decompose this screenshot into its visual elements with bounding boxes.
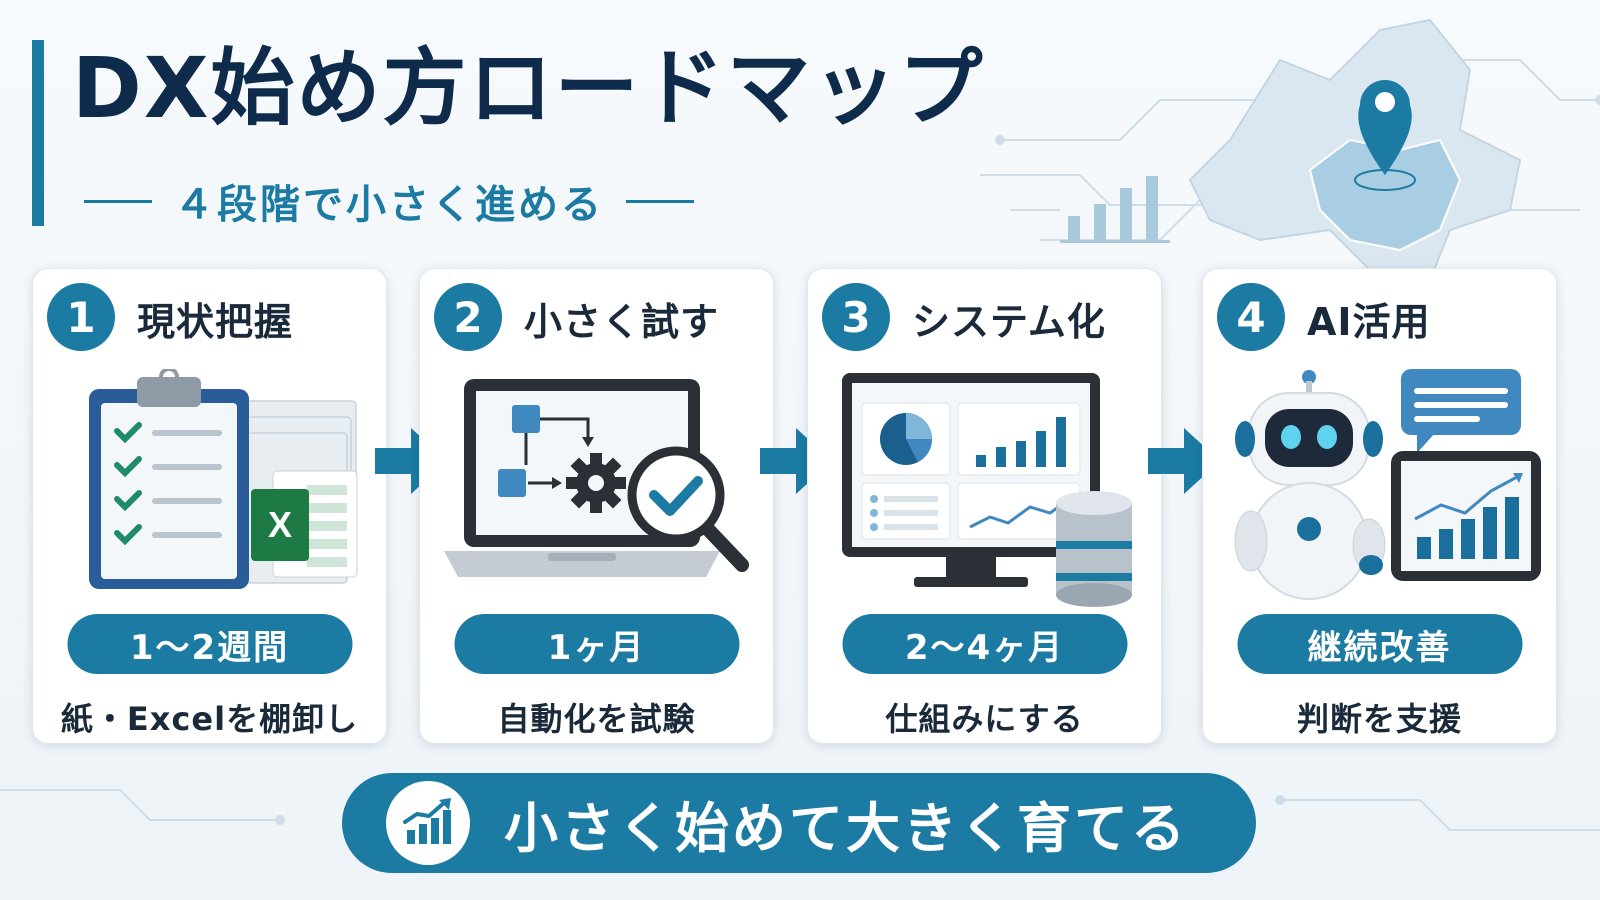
step-card-1: 1 現状把握 X 1～2週間 紙・Excelを棚卸し bbox=[32, 268, 387, 744]
slogan-banner: 小さく始めて大きく育てる bbox=[342, 773, 1256, 873]
svg-text:X: X bbox=[268, 504, 292, 545]
step-title: システム化 bbox=[912, 300, 1106, 344]
monitor-dashboard-database-icon bbox=[842, 373, 1132, 607]
title-accent-bar bbox=[32, 40, 44, 226]
step-title: AI活用 bbox=[1307, 300, 1431, 344]
step-number-badge: 2 bbox=[434, 283, 502, 351]
subtitle-line-right bbox=[626, 199, 694, 203]
step-card-4: 4 AI活用 継続改善 判断を支援 bbox=[1202, 268, 1557, 744]
map-icon bbox=[1188, 18, 1522, 282]
subtitle-group: ４段階で小さく進める bbox=[84, 172, 694, 230]
step-title: 現状把握 bbox=[137, 300, 294, 344]
slogan-text: 小さく始めて大きく育てる bbox=[504, 796, 1188, 860]
robot-chart-tablet-icon bbox=[1234, 369, 1541, 600]
step-description: 仕組みにする bbox=[885, 700, 1084, 738]
step-title: 小さく試す bbox=[524, 300, 720, 344]
laptop-workflow-gear-icon bbox=[444, 379, 749, 577]
duration-pill: 1ヶ月 bbox=[454, 614, 739, 674]
duration-pill: 1～2週間 bbox=[67, 614, 352, 674]
step-description: 紙・Excelを棚卸し bbox=[60, 700, 359, 738]
step-description: 自動化を試験 bbox=[497, 700, 696, 738]
step-number-badge: 1 bbox=[47, 283, 115, 351]
banner-icon-circle bbox=[386, 781, 470, 865]
step-card-3: 3 システム化 2～4ヶ月 仕組みにす bbox=[807, 268, 1162, 744]
subtitle: ４段階で小さく進める bbox=[174, 182, 604, 228]
duration-pill: 2～4ヶ月 bbox=[842, 614, 1127, 674]
growth-chart-icon bbox=[403, 798, 451, 844]
step-number-badge: 4 bbox=[1217, 283, 1285, 351]
step-description: 判断を支援 bbox=[1296, 700, 1462, 738]
subtitle-line-left bbox=[84, 199, 152, 203]
step-number-badge: 3 bbox=[822, 283, 890, 351]
checklist-clipboard-excel-icon: X bbox=[89, 369, 358, 589]
duration-pill: 継続改善 bbox=[1237, 614, 1522, 674]
bar-chart-decoration-icon bbox=[1060, 176, 1170, 243]
step-card-2: 2 小さく試す 1ヶ月 自動化を試験 bbox=[419, 268, 774, 744]
page-title: DX始め方ロードマップ bbox=[72, 39, 985, 137]
